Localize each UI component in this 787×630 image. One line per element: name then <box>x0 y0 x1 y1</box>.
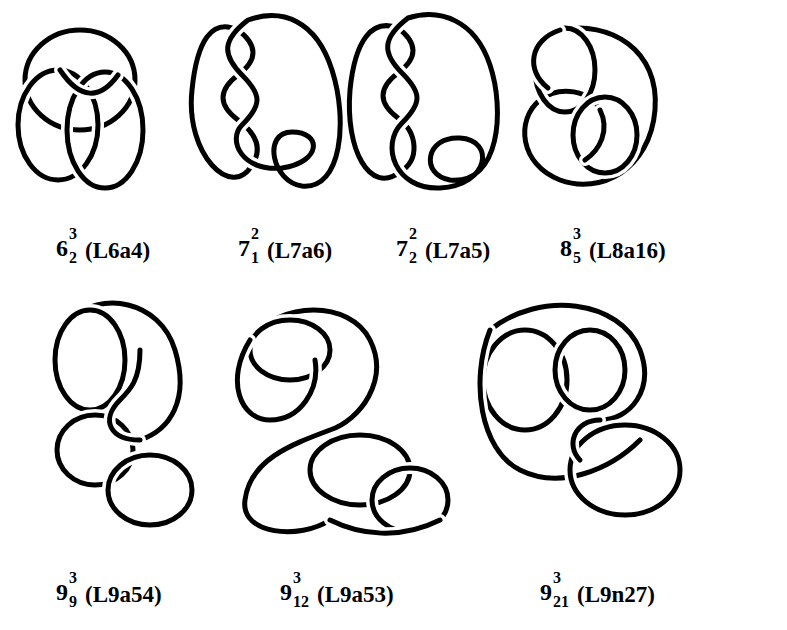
component-count: 3 <box>69 226 77 242</box>
link-number: 7 <box>238 236 250 260</box>
link-number: 9 <box>280 580 292 604</box>
link-index: 12 <box>293 594 309 610</box>
link-index: 2 <box>409 250 417 266</box>
link-number: 6 <box>56 236 68 260</box>
component-count: 3 <box>553 570 561 586</box>
table-name: (L9n27) <box>577 583 655 606</box>
link-9-12-3 <box>237 310 448 533</box>
link-number: 8 <box>560 236 572 260</box>
link-9-9-3 <box>55 303 192 525</box>
component-count: 2 <box>251 226 259 242</box>
table-name: (L9a54) <box>85 583 162 606</box>
link-index: 5 <box>573 250 581 266</box>
component-count: 3 <box>69 570 77 586</box>
link-index: 9 <box>69 594 77 610</box>
link-number: 7 <box>396 236 408 260</box>
link-index: 2 <box>69 250 77 266</box>
link-index: 1 <box>251 250 259 266</box>
table-name: (L6a4) <box>85 239 150 262</box>
link-8-5-3 <box>525 28 656 184</box>
link-index: 21 <box>553 594 569 610</box>
component-count: 3 <box>573 226 581 242</box>
table-name: (L9a53) <box>317 583 394 606</box>
link-7-2-2 <box>349 15 497 188</box>
link-6-2-3 <box>18 30 143 188</box>
link-number: 9 <box>540 580 552 604</box>
table-name: (L7a5) <box>425 239 490 262</box>
link-7-1-2 <box>191 16 340 186</box>
link-9-21-3 <box>480 305 680 515</box>
component-count: 3 <box>293 570 301 586</box>
link-number: 9 <box>56 580 68 604</box>
table-name: (L8a16) <box>589 239 666 262</box>
component-count: 2 <box>409 226 417 242</box>
table-name: (L7a6) <box>267 239 332 262</box>
